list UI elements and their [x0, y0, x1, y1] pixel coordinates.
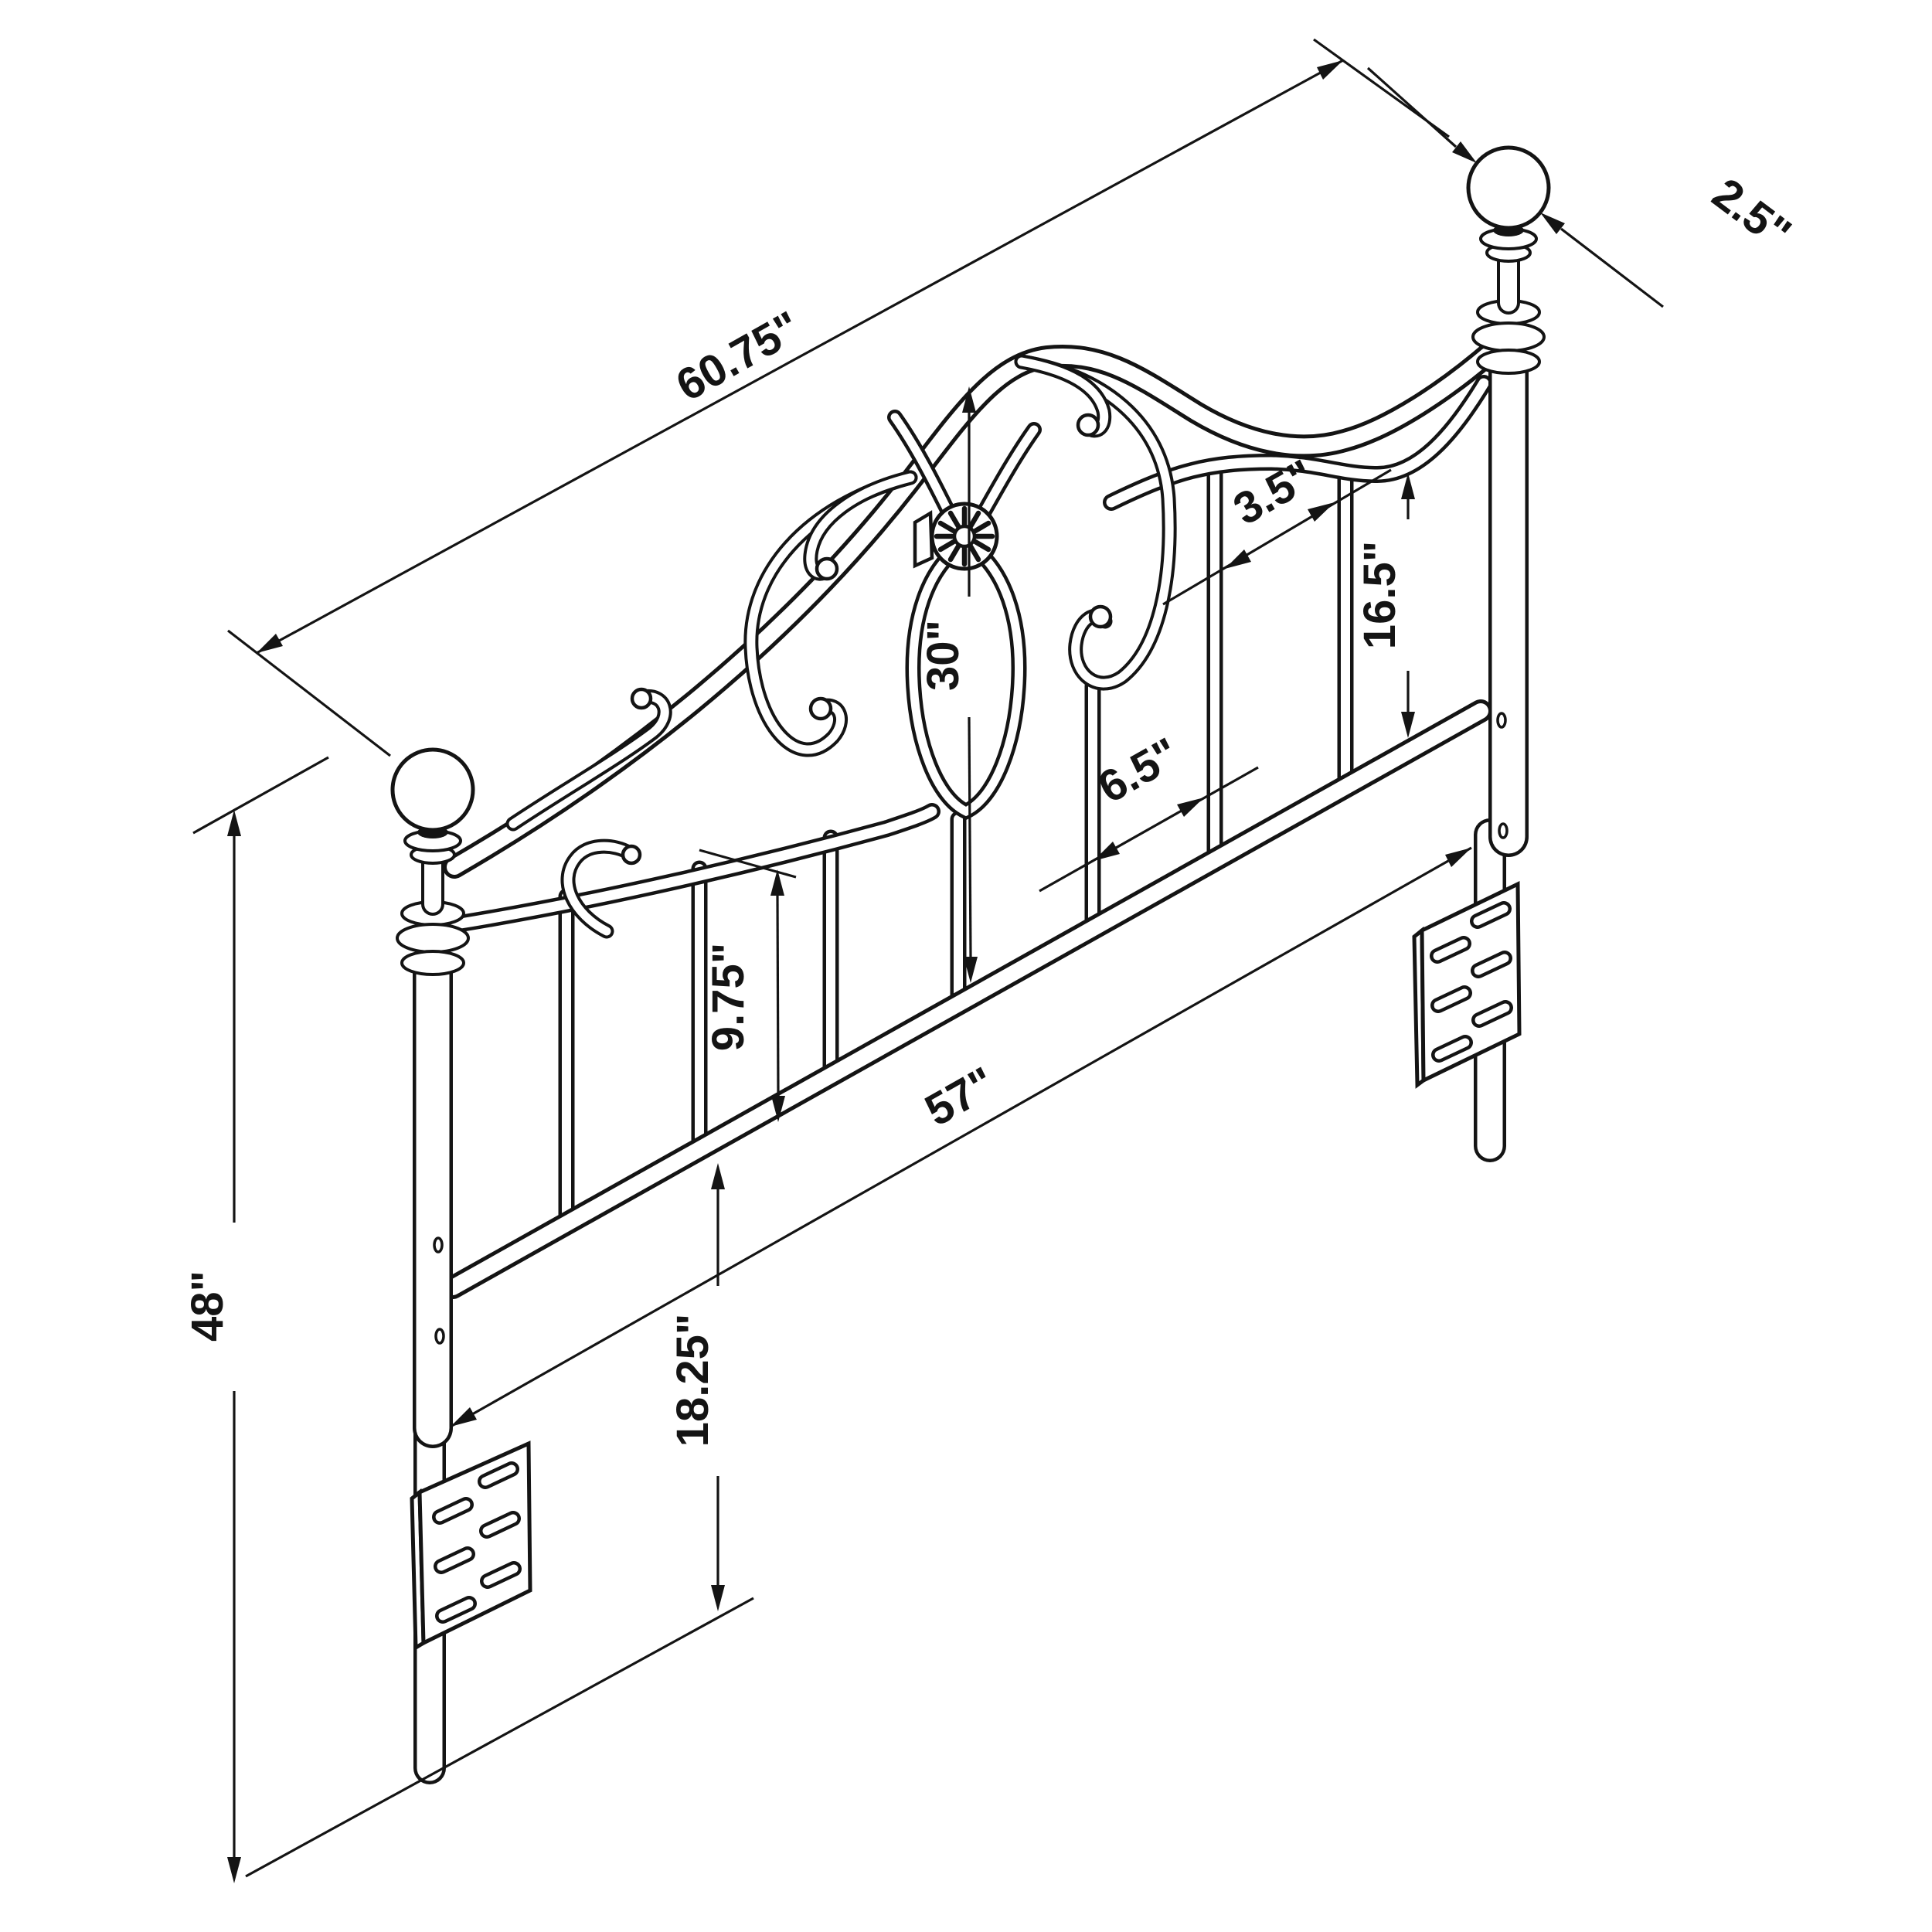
center-oval-loop	[905, 533, 1027, 821]
left-c-scroll	[743, 470, 918, 757]
left-small-curl	[560, 838, 642, 939]
left-slope-scroll	[505, 687, 672, 832]
bottom-rail	[441, 699, 1492, 1299]
dimension-finial-diameter: 2.5"	[1366, 66, 1800, 308]
left-mounting-plate	[410, 1440, 532, 1651]
left-plate-slots	[432, 1461, 522, 1624]
svg-text:2.5": 2.5"	[1703, 168, 1800, 259]
inner-rail-right	[1103, 375, 1492, 511]
dimension-center-height: 30"	[918, 386, 978, 983]
svg-text:60.75": 60.75"	[668, 301, 808, 411]
right-ball-finial	[1466, 145, 1551, 230]
dimension-mount-height: 18.25"	[668, 1163, 725, 1611]
flower-medallion	[913, 502, 999, 571]
spindle-bars	[558, 463, 1354, 1223]
right-mounting-plate	[1412, 881, 1522, 1089]
left-ball-finial	[390, 747, 475, 832]
dimension-total-height: 48"	[182, 756, 754, 1883]
svg-text:6.5": 6.5"	[1090, 728, 1187, 813]
svg-text:16.5": 16.5"	[1355, 541, 1405, 649]
dimension-left-section-height: 9.75"	[699, 849, 797, 1122]
svg-text:48": 48"	[182, 1270, 233, 1342]
top-arch-rail	[443, 344, 1498, 879]
dimension-right-section-height: 16.5"	[1355, 473, 1415, 738]
dimension-overall-width: 60.75"	[227, 38, 1450, 757]
svg-text:9.75": 9.75"	[703, 943, 753, 1051]
right-plate-slots	[1430, 901, 1513, 1063]
right-c-scroll	[1014, 354, 1177, 691]
svg-text:57": 57"	[917, 1057, 1003, 1136]
svg-text:18.25": 18.25"	[668, 1314, 718, 1447]
svg-text:30": 30"	[918, 620, 968, 691]
inner-rail-left	[447, 803, 940, 933]
